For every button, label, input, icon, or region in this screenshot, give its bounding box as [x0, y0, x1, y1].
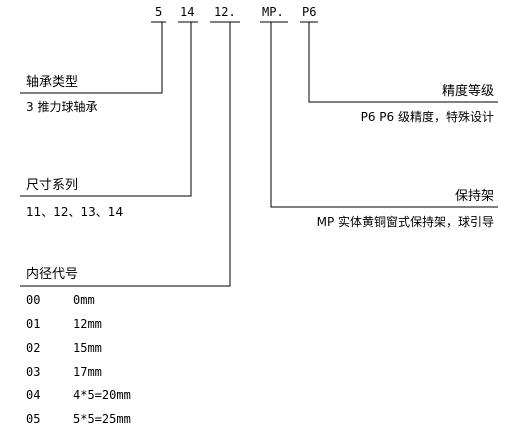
bore-code: 04 — [26, 388, 41, 402]
connector-size-series — [20, 22, 192, 197]
code-precision: P6 — [302, 5, 317, 19]
bore-code: 03 — [26, 365, 41, 379]
size-series-title: 尺寸系列 — [26, 178, 79, 193]
bore-code: 02 — [26, 341, 41, 355]
size-series-desc: 11、12、13、14 — [26, 205, 124, 219]
code-size-series: 14 — [180, 5, 195, 19]
connector-precision — [308, 22, 498, 103]
connector-bore — [20, 22, 231, 287]
precision-title: 精度等级 — [441, 84, 494, 99]
code-cage: MP. — [262, 5, 284, 19]
bore-code: 01 — [26, 317, 41, 331]
bore-value: 15mm — [73, 341, 102, 355]
bearing-type-title: 轴承类型 — [26, 75, 79, 90]
precision-desc: P6 P6 级精度，特殊设计 — [360, 110, 494, 124]
bearing-type-desc: 3 推力球轴承 — [26, 100, 98, 114]
cage-desc: MP 实体黄铜窗式保持架，球引导 — [316, 215, 494, 229]
code-type: 5 — [155, 5, 163, 19]
connector-type — [20, 22, 163, 94]
connector-cage — [270, 22, 498, 208]
code-bore: 12. — [214, 5, 236, 19]
bore-value: 12mm — [73, 317, 102, 331]
cage-title: 保持架 — [454, 189, 494, 204]
bore-value: 17mm — [73, 365, 102, 379]
bore-code: 05 — [26, 412, 41, 426]
bore-code-title: 内径代号 — [26, 267, 79, 282]
bore-value: 5*5=25mm — [73, 412, 131, 426]
bore-value: 0mm — [73, 293, 95, 307]
bore-code: 00 — [26, 293, 41, 307]
bore-value: 4*5=20mm — [73, 388, 131, 402]
